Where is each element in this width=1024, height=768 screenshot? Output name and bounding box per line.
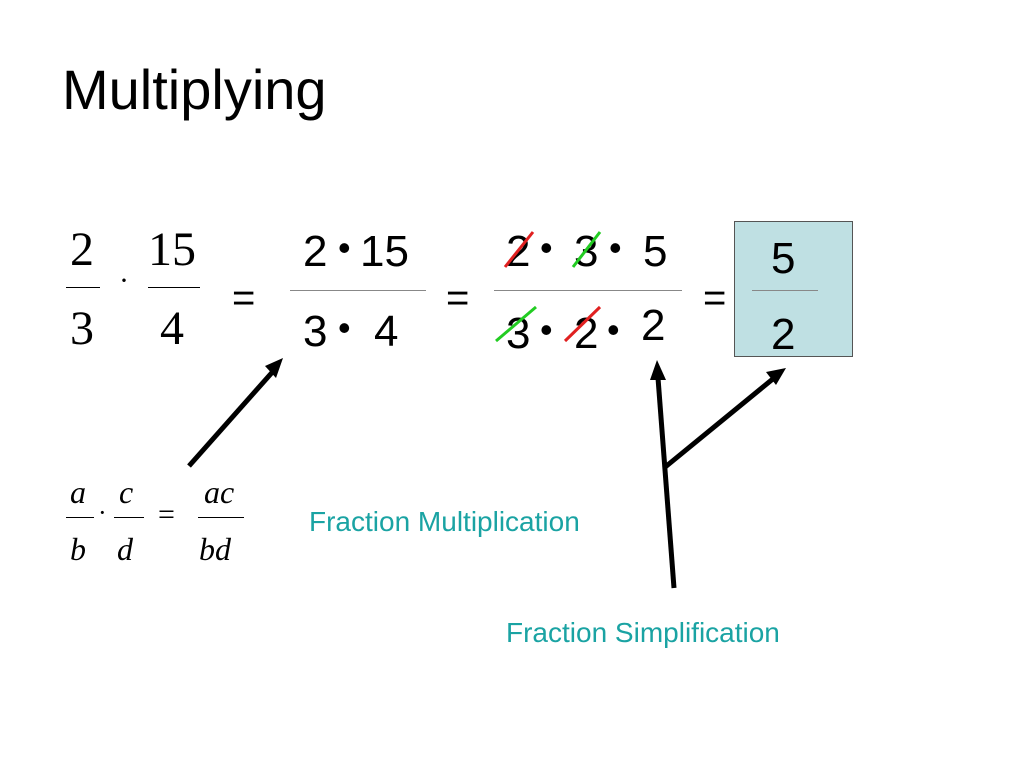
step2-fraction-bar [494, 290, 682, 291]
cancel-slash-red-num [503, 231, 535, 268]
caption-fraction-multiplication: Fraction Multiplication [309, 506, 580, 537]
step1-den-4: 4 [374, 307, 399, 356]
answer-denominator: 2 [771, 310, 796, 359]
frac1-denominator: 3 [70, 302, 94, 355]
step1-num-dot: • [338, 227, 351, 268]
rule-c: c [119, 474, 134, 510]
equals-sign-3: = [703, 276, 727, 320]
step2-num-5: 5 [643, 227, 668, 276]
arrow-multiplication-head [265, 358, 283, 378]
rule-bar-acbd [198, 517, 244, 518]
frac2-numerator: 15 [148, 223, 196, 276]
rule-b: b [70, 531, 86, 567]
step1-den-dot: • [338, 307, 351, 348]
answer-numerator: 5 [771, 234, 796, 283]
multiply-dot: · [119, 264, 129, 297]
step2-den-3: 3 [506, 309, 531, 358]
answer-fraction-bar [752, 290, 818, 291]
rule-bar-ab [66, 517, 94, 518]
step2-num-dot1: • [540, 227, 553, 268]
cancel-slash-green-num [571, 231, 602, 268]
rule-d: d [117, 531, 133, 567]
cancel-slash-green-den [495, 305, 537, 343]
rule-bar-cd [114, 517, 144, 518]
arrow-simplification-head [650, 360, 666, 380]
step2-den-2b: 2 [641, 301, 666, 350]
caption-fraction-simplification: Fraction Simplification [506, 617, 780, 648]
frac2-denominator: 4 [160, 302, 184, 355]
equals-sign-1: = [232, 276, 256, 320]
step2-den-dot2: • [607, 309, 620, 350]
arrow-multiplication [187, 366, 278, 468]
step2-num-dot2: • [609, 227, 622, 268]
answer-box [734, 221, 853, 357]
arrow-simplification [655, 377, 677, 589]
step2-den-dot1: • [540, 309, 553, 350]
frac1-numerator: 2 [70, 223, 94, 276]
step1-num-15: 15 [360, 227, 409, 276]
rule-a: a [70, 474, 86, 510]
slide-title: Multiplying [62, 58, 327, 121]
rule-bd: bd [199, 531, 231, 567]
frac1-bar [66, 287, 100, 288]
arrow-to-answer [662, 376, 776, 470]
rule-dot: · [98, 498, 107, 527]
equals-sign-2: = [446, 276, 470, 320]
rule-equals: = [158, 498, 175, 531]
frac2-bar [148, 287, 200, 288]
step1-fraction-bar [290, 290, 426, 291]
cancel-slash-red-den [563, 305, 602, 343]
rule-ac: ac [204, 474, 235, 510]
step1-num-2: 2 [303, 227, 328, 276]
arrow-to-answer-head [766, 368, 786, 385]
step1-den-3: 3 [303, 307, 328, 356]
